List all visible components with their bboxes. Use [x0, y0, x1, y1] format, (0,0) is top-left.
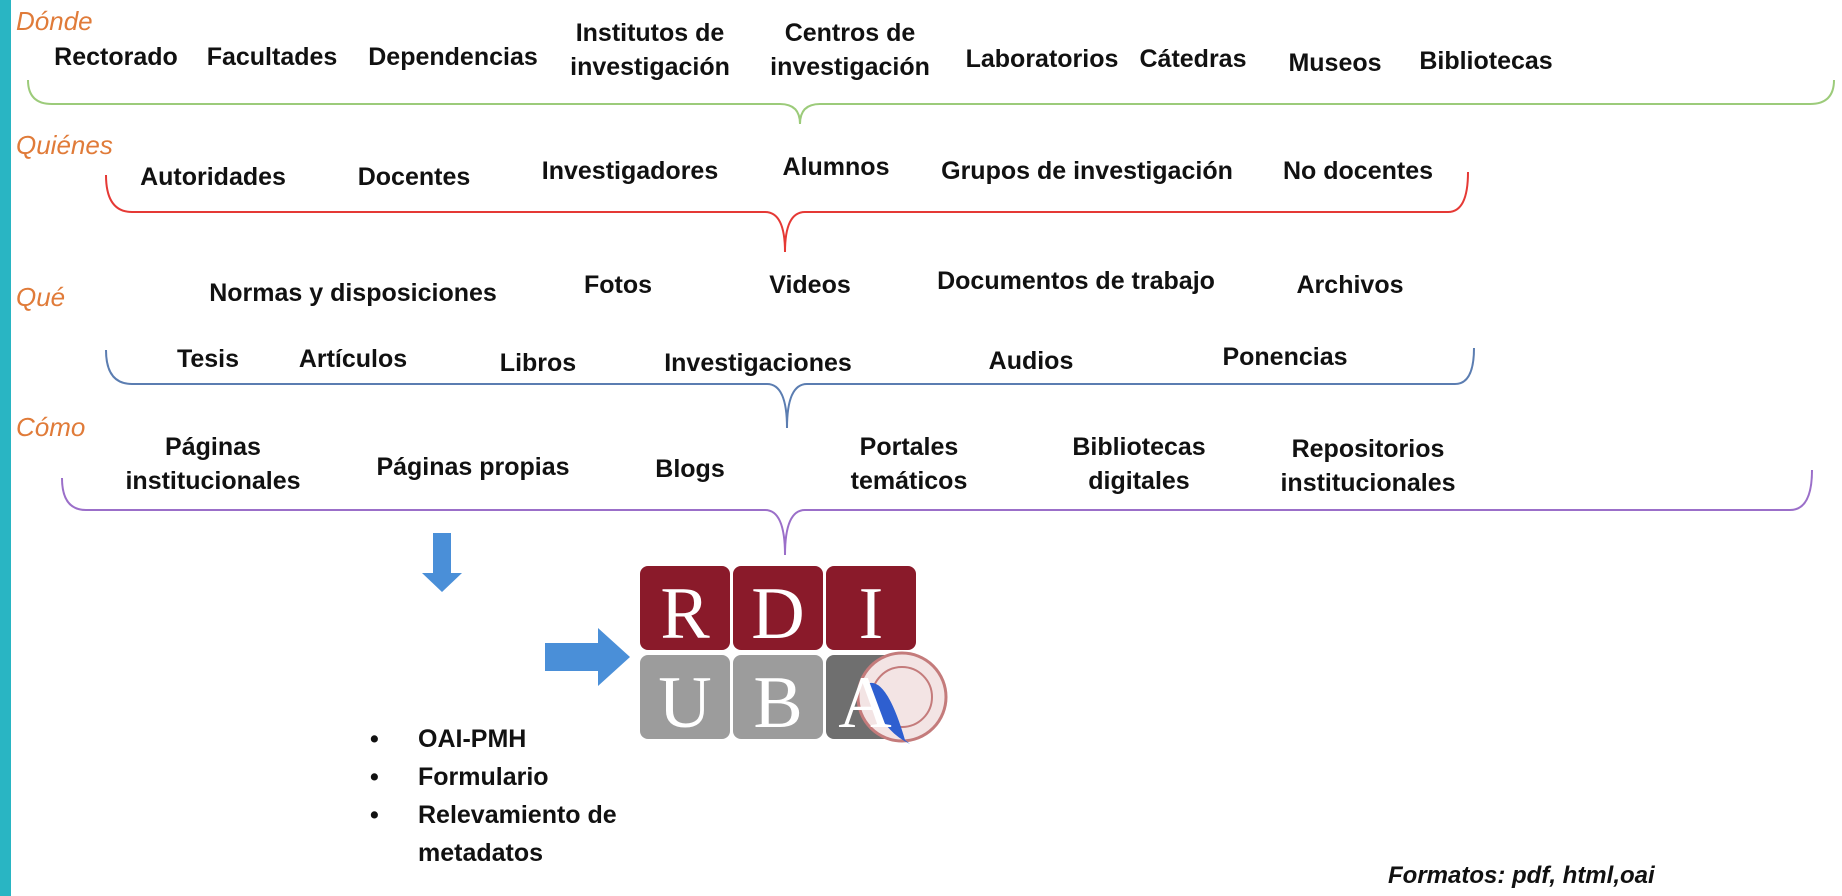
donde-item-bibliotecas: Bibliotecas: [1419, 47, 1553, 75]
donde-item-centros: Centros de investigación: [770, 19, 930, 81]
que-item-tesis: Tesis: [176, 345, 240, 373]
brace-quienes: [105, 171, 1469, 253]
quienes-item-autoridades: Autoridades: [140, 163, 286, 191]
quienes-item-grupos: Grupos de investigación: [941, 157, 1233, 185]
que-item-ponencias: Ponencias: [1222, 343, 1348, 371]
svg-text:U: U: [658, 662, 711, 744]
como-item-paginas-institucionales: Páginas institucionales: [125, 433, 301, 495]
svg-text:R: R: [660, 573, 710, 655]
como-item-bibliotecas-digitales: Bibliotecas digitales: [1072, 433, 1206, 495]
method-relevamiento: Relevamiento de metadatos: [370, 796, 638, 872]
que-item-archivos: Archivos: [1296, 271, 1404, 299]
svg-text:I: I: [859, 573, 884, 655]
level-label-quienes: Quiénes: [16, 130, 113, 160]
donde-item-museos: Museos: [1288, 49, 1382, 77]
que-item-documentos: Documentos de trabajo: [937, 267, 1215, 295]
como-item-blogs: Blogs: [655, 455, 725, 483]
method-oai-pmh: OAI-PMH: [370, 720, 638, 758]
level-label-que: Qué: [16, 282, 66, 312]
donde-item-dependencias: Dependencias: [368, 43, 538, 71]
brace-donde: [27, 79, 1835, 125]
como-item-repositorios: Repositorios institucionales: [1280, 435, 1456, 497]
formats-note: Formatos: pdf, html,oai: [1388, 862, 1655, 889]
ingestion-methods-list: OAI-PMH Formulario Relevamiento de metad…: [370, 720, 638, 872]
page-curl-icon: [865, 682, 910, 744]
que-item-normas: Normas y disposiciones: [209, 279, 497, 307]
right-arrow: [545, 628, 630, 686]
que-item-fotos: Fotos: [583, 271, 653, 299]
donde-item-institutos: Institutos de investigación: [570, 19, 730, 81]
level-label-donde: Dónde: [16, 6, 93, 36]
como-item-paginas-propias: Páginas propias: [376, 453, 570, 481]
donde-item-facultades: Facultades: [206, 43, 338, 71]
quienes-item-alumnos: Alumnos: [782, 153, 890, 181]
brace-que: [105, 347, 1475, 429]
donde-item-catedras: Cátedras: [1139, 45, 1247, 73]
que-item-investigaciones: Investigaciones: [664, 349, 852, 377]
donde-item-rectorado: Rectorado: [54, 43, 178, 71]
svg-text:A: A: [838, 662, 891, 744]
rdi-uba-logo: R D I U B A: [640, 566, 948, 744]
que-item-audios: Audios: [988, 347, 1074, 375]
svg-text:B: B: [753, 662, 802, 744]
university-seal: [856, 651, 948, 743]
quienes-item-investigadores: Investigadores: [541, 157, 719, 185]
left-accent-bar: [0, 0, 11, 896]
method-formulario: Formulario: [370, 758, 638, 796]
brace-como: [61, 469, 1813, 556]
down-arrow: [422, 533, 462, 592]
que-item-articulos: Artículos: [298, 345, 408, 373]
quienes-item-docentes: Docentes: [357, 163, 471, 191]
level-label-como: Cómo: [16, 412, 86, 442]
svg-text:D: D: [751, 573, 804, 655]
quienes-item-no-docentes: No docentes: [1282, 157, 1434, 185]
como-item-portales: Portales temáticos: [850, 433, 968, 495]
que-item-libros: Libros: [499, 349, 577, 377]
donde-item-laboratorios: Laboratorios: [965, 45, 1119, 73]
que-item-videos: Videos: [769, 271, 851, 299]
